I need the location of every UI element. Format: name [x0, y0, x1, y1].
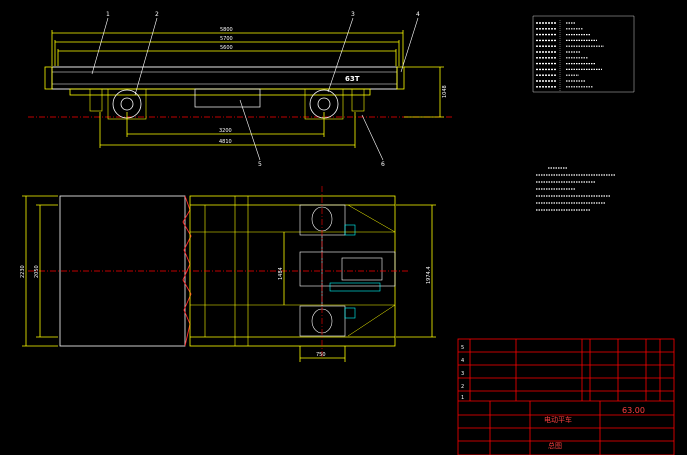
dim-width-b: 2050	[34, 265, 40, 278]
drawing-number: 63.00	[622, 406, 645, 415]
side-view-labels: 1 2 3 4 5 6 5800 5700 5600 3200 4810 104…	[106, 11, 448, 168]
dim-inner: 1484	[278, 267, 284, 280]
row-no-1: 1	[461, 395, 464, 401]
callout-4: 4	[416, 11, 420, 18]
technical-parameters-table	[532, 15, 635, 93]
dim-right: 1974.4	[426, 267, 432, 285]
capacity-label: 63T	[345, 75, 360, 83]
plan-view-labels: 2230 2050 1484 750 1974.4	[20, 265, 432, 358]
dim-rail-span: 4810	[219, 139, 232, 145]
dim-width-a: 2230	[20, 265, 26, 278]
title-block	[457, 338, 675, 455]
callout-3: 3	[351, 11, 355, 18]
row-no-3: 3	[461, 371, 464, 377]
row-no-5: 5	[461, 345, 464, 351]
drawing-sub: 总图	[548, 441, 562, 450]
dim-height: 1048	[442, 85, 448, 98]
callout-5: 5	[258, 161, 262, 168]
callout-6: 6	[381, 161, 385, 168]
dim-bottom: 750	[316, 352, 326, 358]
row-no-4: 4	[461, 358, 464, 364]
callout-2: 2	[155, 11, 159, 18]
row-no-2: 2	[461, 384, 464, 390]
plan-view	[22, 186, 436, 362]
dim-overall-3: 5600	[220, 45, 233, 51]
plan-frame	[59, 195, 186, 347]
drawing-name: 电动平车	[544, 415, 572, 424]
technical-parameter-rows	[536, 22, 604, 88]
side-view	[28, 17, 452, 161]
dim-overall-2: 5700	[220, 36, 233, 42]
dim-wheelbase: 3200	[219, 128, 232, 134]
dim-overall-1: 5800	[220, 27, 233, 33]
callout-1: 1	[106, 11, 110, 18]
technical-notes	[536, 167, 616, 211]
title-block-text: 5 4 3 2 1 63.00 电动平车 总图	[461, 345, 645, 450]
